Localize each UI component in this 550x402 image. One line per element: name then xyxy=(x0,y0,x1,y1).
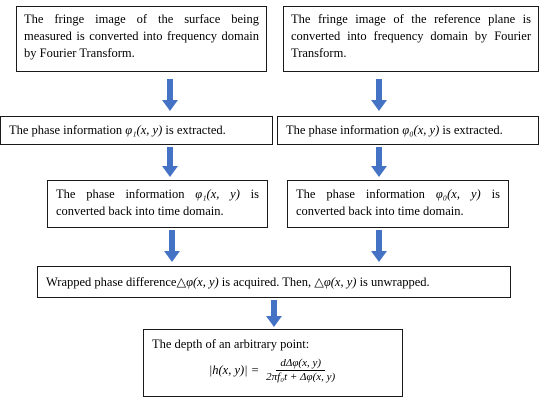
back1-post: is converted back into time domain. xyxy=(56,187,260,218)
box-phase1-back-text: The phase information φ₁(x, y) is conver… xyxy=(56,186,259,220)
box-phase1-back: The phase information φ₁(x, y) is conver… xyxy=(47,180,268,228)
back0-post: is converted back into time domain. xyxy=(296,187,500,218)
down-arrow-icon xyxy=(164,230,180,262)
down-arrow-icon xyxy=(371,230,387,262)
phase1-pre: The phase information xyxy=(9,123,123,137)
wrapped-symbol-2: △φ(x, y) xyxy=(314,275,357,289)
down-arrow-icon xyxy=(162,79,178,111)
box-phase0-back-text: The phase information φ₀(x, y) is conver… xyxy=(296,186,500,220)
wrapped-symbol-1: △φ(x, y) xyxy=(176,275,219,289)
box-reference-fft: The fringe image of the reference plane … xyxy=(283,6,539,72)
box-phase0-extract: The phase information φ₀(x, y) is extrac… xyxy=(277,116,539,145)
box-wrapped-phase: Wrapped phase difference△φ(x, y) is acqu… xyxy=(37,266,511,298)
box-phase1-extract: The phase information φ₁(x, y) is extrac… xyxy=(0,116,273,145)
back0-pre: The phase information xyxy=(296,187,425,201)
phase0-symbol: φ₀(x, y) xyxy=(402,123,440,137)
box-wrapped-phase-text: Wrapped phase difference△φ(x, y) is acqu… xyxy=(46,274,502,291)
phase0-post: is extracted. xyxy=(442,123,503,137)
depth-denominator: 2πf₀t + Δφ(x, y) xyxy=(266,371,336,383)
box-phase1-extract-text: The phase information φ₁(x, y) is extrac… xyxy=(9,122,264,139)
back1-symbol: φ₁(x, y) xyxy=(195,187,240,201)
back1-pre: The phase information xyxy=(56,187,185,201)
depth-lhs: |h(x, y)| = xyxy=(208,363,260,377)
down-arrow-icon xyxy=(266,300,282,327)
box-phase0-back: The phase information φ₀(x, y) is conver… xyxy=(287,180,509,228)
depth-title: The depth of an arbitrary point: xyxy=(152,337,310,351)
box-phase0-extract-text: The phase information φ₀(x, y) is extrac… xyxy=(286,122,530,139)
box-depth: The depth of an arbitrary point: |h(x, y… xyxy=(143,329,403,397)
phase0-pre: The phase information xyxy=(286,123,400,137)
depth-numerator: dΔφ(x, y) xyxy=(276,357,325,371)
phase1-symbol: φ₁(x, y) xyxy=(125,123,163,137)
down-arrow-icon xyxy=(162,147,178,177)
down-arrow-icon xyxy=(371,79,387,111)
depth-fraction: dΔφ(x, y) 2πf₀t + Δφ(x, y) xyxy=(264,357,337,384)
box-measured-fft: The fringe image of the surface being me… xyxy=(16,6,267,72)
box-reference-fft-text: The fringe image of the reference plane … xyxy=(291,12,531,60)
back0-symbol: φ₀(x, y) xyxy=(435,187,481,201)
wrapped-post: is unwrapped. xyxy=(359,275,430,289)
box-measured-fft-text: The fringe image of the surface being me… xyxy=(24,12,259,60)
wrapped-mid: is acquired. Then, xyxy=(221,275,312,289)
down-arrow-icon xyxy=(371,147,387,177)
depth-formula: |h(x, y)| = dΔφ(x, y) 2πf₀t + Δφ(x, y) xyxy=(152,357,394,384)
wrapped-pre: Wrapped phase difference xyxy=(46,275,177,289)
phase1-post: is extracted. xyxy=(165,123,226,137)
